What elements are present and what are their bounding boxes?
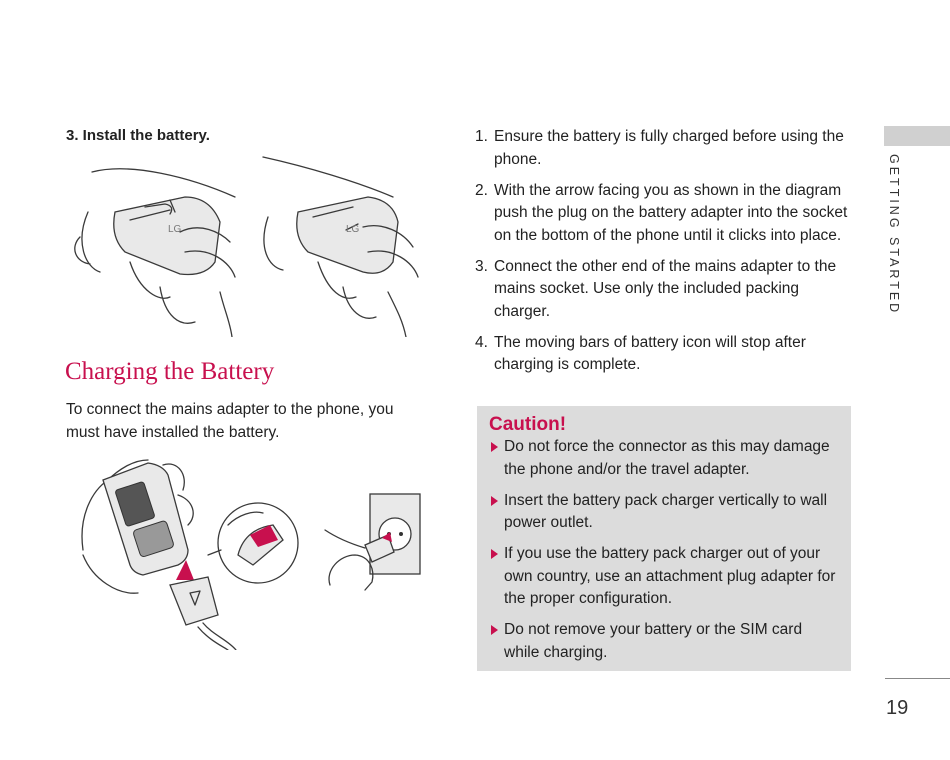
svg-text:LG: LG (168, 224, 182, 235)
step-number: 4. (475, 333, 488, 351)
svg-text:LG: LG (346, 224, 360, 235)
step-text: The moving bars of battery icon will sto… (494, 333, 806, 374)
caution-text: Do not remove your battery or the SIM ca… (504, 621, 803, 661)
bullet-triangle-icon (491, 549, 498, 559)
step-number: 1. (475, 128, 488, 145)
bullet-triangle-icon (491, 495, 498, 506)
step-number: 3. (475, 257, 488, 275)
list-item: Insert the battery pack charger vertical… (491, 490, 841, 535)
charger-connect-illustration (81, 459, 299, 650)
list-item: Do not force the connector as this may d… (491, 436, 841, 481)
wall-socket-illustration (324, 493, 421, 591)
caution-title: Caution! (489, 414, 567, 435)
list-item: 2. With the arrow facing you as shown in … (475, 180, 850, 248)
caution-text: Do not force the connector as this may d… (504, 438, 830, 478)
list-item: Do not remove your battery or the SIM ca… (491, 619, 841, 664)
section-label: GETTING STARTED (887, 154, 901, 316)
page-number: 19 (886, 697, 909, 719)
bullet-triangle-icon (491, 442, 498, 452)
battery-install-illustration-2: LG (262, 156, 419, 337)
battery-install-illustration-1: LG (74, 168, 236, 337)
section-tab (884, 126, 950, 146)
list-item: 4. The moving bars of battery icon will s… (475, 332, 850, 377)
intro-paragraph: To connect the mains adapter to the phon… (66, 401, 394, 441)
caution-text: If you use the battery pack charger out … (504, 545, 836, 607)
list-item: 1. Ensure the battery is fully charged be… (475, 126, 850, 171)
step-heading: 3. Install the battery. (66, 127, 210, 144)
page-number-divider (885, 678, 950, 679)
caution-box: Caution! Do not force the connector as t… (477, 406, 851, 671)
list-item: 3. Connect the other end of the mains ada… (475, 256, 850, 324)
charging-steps-list: 1. Ensure the battery is fully charged be… (475, 126, 850, 385)
step-text: Connect the other end of the mains adapt… (494, 257, 837, 320)
step-text: With the arrow facing you as shown in th… (494, 181, 848, 244)
step-number: 2. (475, 181, 488, 199)
step-text: Ensure the battery is fully charged befo… (494, 128, 844, 168)
section-title: Charging the Battery (65, 358, 275, 385)
bullet-triangle-icon (491, 625, 498, 635)
caution-list: Do not force the connector as this may d… (491, 436, 841, 673)
list-item: If you use the battery pack charger out … (491, 543, 841, 611)
caution-text: Insert the battery pack charger vertical… (504, 491, 828, 532)
